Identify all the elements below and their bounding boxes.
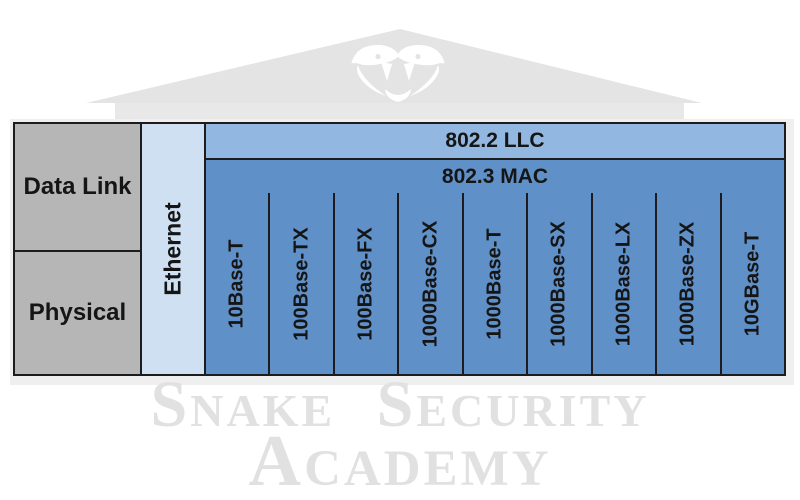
standard-column: 10Base-T [206,193,268,374]
standard-column: 1000Base-LX [590,193,655,374]
layer-cell-data-link: Data Link [15,124,140,252]
llc-label: 802.2 LLC [445,129,545,152]
standard-column: 1000Base-T [461,193,526,374]
standard-label: 10Base-T [225,239,248,328]
roof-triangle [86,29,702,103]
standard-label: 1000Base-ZX [676,221,699,346]
physical-label: Physical [28,299,127,326]
standard-label: 100Base-TX [290,226,313,341]
standard-label: 1000Base-CX [419,220,442,347]
standard-column: 1000Base-ZX [655,193,719,374]
standard-column: 1000Base-CX [397,193,461,374]
layer-cell-physical: Physical [15,252,140,374]
standard-column: 10GBase-T [719,193,784,374]
standard-column: 100Base-TX [268,193,332,374]
standards-region: 10Base-T 100Base-TX 100Base-FX 1000Base-CX 1… [206,193,784,374]
snake-head-icon [351,44,445,102]
mac-header: 802.3 MAC [206,160,784,193]
roof-base-strip [115,103,684,123]
standard-label: 1000Base-LX [612,221,635,346]
standard-label: 10GBase-T [741,231,764,336]
mac-label: 802.3 MAC [441,164,549,188]
watermark-brand-line2: Academy [248,420,552,500]
standard-label: 1000Base-T [483,227,506,340]
osi-layers-column: Data Link Physical [15,124,142,374]
standard-column: 1000Base-SX [526,193,590,374]
ethernet-label: Ethernet [159,202,186,296]
standard-label: 100Base-FX [354,226,377,341]
ethernet-standards-table: Data Link Physical Ethernet 802.2 LLC 80… [13,122,786,376]
standard-column: 100Base-FX [332,193,397,374]
standard-label: 1000Base-SX [547,220,570,347]
watermark-brand-line1: Snake Security [150,368,650,441]
temple-roof-watermark [86,29,702,123]
data-link-label: Data Link [23,173,132,200]
ethernet-column: Ethernet [142,124,206,374]
llc-sublayer-row: 802.2 LLC [206,124,784,160]
